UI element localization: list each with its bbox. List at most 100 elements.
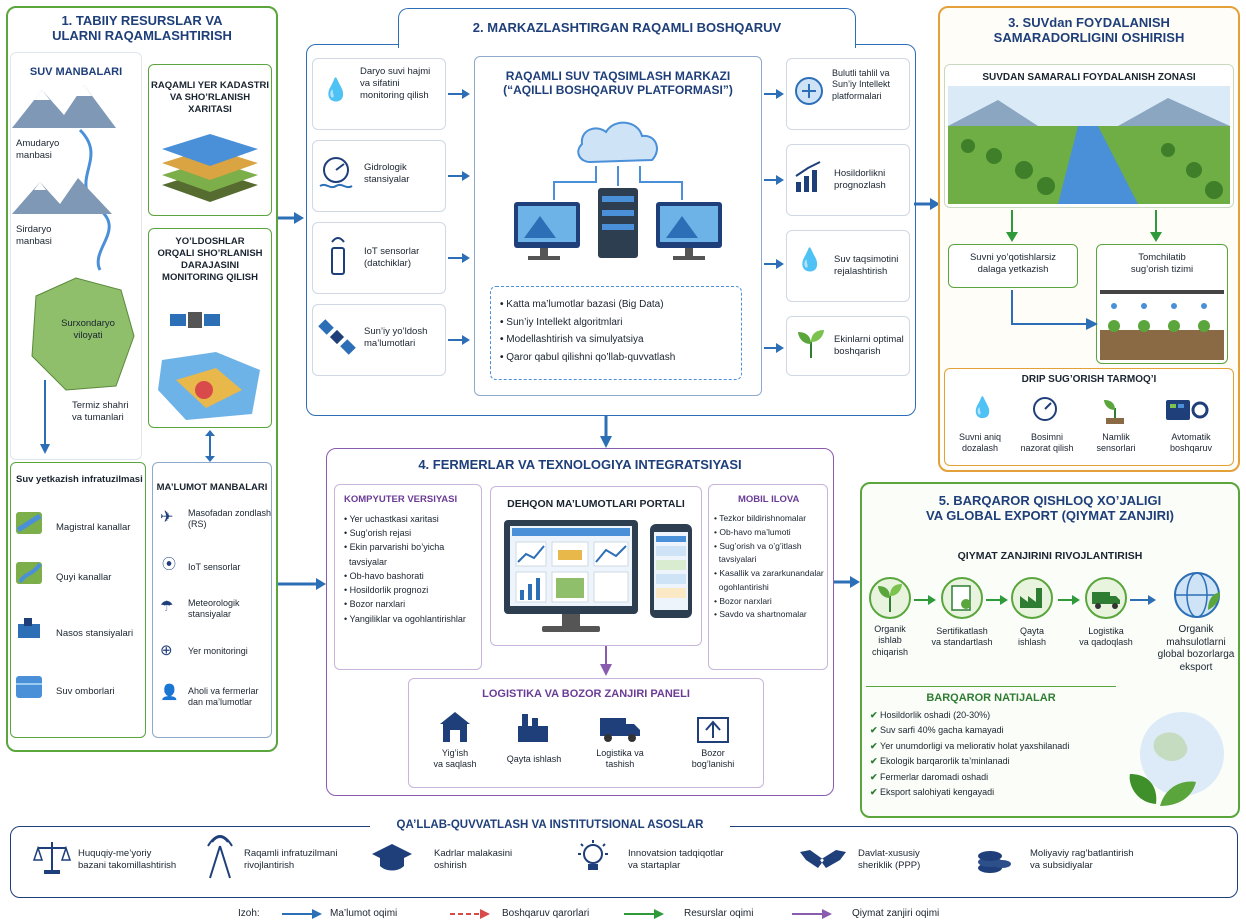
chain-arrows (914, 595, 1156, 605)
sub-canal-icon (16, 562, 42, 584)
water-sources-column (10, 52, 142, 460)
arrows-center-to-right (764, 89, 784, 353)
pc-item-0: • Yer uchastkasi xaritasi (344, 514, 439, 524)
platform-features-box (490, 286, 742, 380)
infra-item-3: Suv omborlari (56, 686, 115, 697)
processing-icon (518, 714, 548, 742)
efficiency-zone-title: SUVDAN SAMARALI FOYDALANISH ZONASI (982, 72, 1196, 83)
factory-icon (1011, 577, 1053, 619)
land-monitor-icon: ⊕ (160, 642, 173, 659)
results-list: Hosildorlik oshadi (20-30%) Suv sarfi 40… (870, 708, 1069, 801)
legend-item-2: Resurslar oqimi (684, 908, 754, 919)
eco-globe-image (1129, 712, 1224, 806)
infra-item-0: Magistral kanallar (56, 522, 131, 533)
result-0: Hosildorlik oshadi (20-30%) (870, 708, 1069, 723)
data-sources-box (152, 462, 272, 738)
dosing-drop-icon: 💧 (970, 397, 995, 419)
moisture-sensor-icon (1104, 400, 1124, 424)
legend-blue-arrow (282, 909, 322, 919)
mountain-sirdaryo-image (12, 178, 112, 214)
green-arrow-down-2 (1150, 210, 1162, 242)
drip-pipe-image (1100, 290, 1224, 360)
pc-item-6: • Yangiliklar va ogohlantirishlar (344, 613, 466, 624)
arrow-s4-to-s5 (834, 576, 860, 588)
coins-icon (978, 851, 1011, 873)
organic-production-icon (869, 577, 911, 619)
control-center-title: RAQAMLI SUV TAQSIMLASH MARKAZI(“AQILLI B… (503, 69, 733, 97)
infrastructure-title: Suv yetkazish infratuzilmasi (16, 474, 143, 485)
legend-label: Izoh: (238, 908, 260, 919)
gauge-icon (319, 157, 353, 189)
portal-devices-image (504, 520, 692, 632)
pc-item-5: • Bozor narxlari (344, 599, 406, 610)
results-title: BARQAROR NATIJALAR (926, 692, 1056, 704)
pc-version-box (334, 484, 482, 670)
pc-item-1: • Sug’orish rejasi (344, 528, 412, 539)
certificate-icon (941, 577, 983, 619)
lightbulb-icon (578, 840, 608, 870)
legend-purple-arrow (792, 909, 832, 919)
logistics-truck-icon (1085, 577, 1127, 619)
section-2-title-tab (398, 8, 856, 48)
s2-left-box-3 (312, 304, 446, 376)
result-4: Fermerlar daromadi oshadi (870, 770, 1069, 785)
infra-item-1: Quyi kanallar (56, 572, 112, 583)
water-sources-title: SUV MANBALARI (29, 66, 123, 78)
remote-sensing-icon: ✈ (160, 509, 174, 526)
data-sources-title: MA’LUMOT MANBALARI (156, 482, 268, 493)
results-box (866, 686, 1116, 812)
ai-brain-icon (795, 77, 823, 105)
mob-item-3: • Kasallik va zararkunandalar (714, 568, 824, 579)
arrow-s1-to-s2 (278, 212, 304, 224)
section-4-title: 4. FERMERLAR VA TEXNOLOGIYA INTEGRATSIYA… (418, 457, 742, 472)
legend-green-arrow (624, 909, 664, 919)
canal-icon (16, 512, 42, 534)
scales-icon (32, 842, 72, 874)
market-icon (697, 717, 729, 743)
satellite-small-icon (318, 319, 356, 355)
pc-item-3: • Ob-havo bashorati (344, 570, 424, 581)
map-layers-icon (162, 134, 258, 202)
arrow-s2-to-s3 (914, 198, 940, 210)
logistics-item-1: Qayta ishlash (506, 754, 562, 764)
value-chain-title: QIYMAT ZANJIRINI RIVOJLANTIRISH (957, 550, 1143, 562)
data-source-1: IoT sensorlar (188, 562, 241, 572)
antenna-icon (207, 835, 233, 879)
result-1: Suv sarfi 40% gacha kamayadi (870, 723, 1069, 738)
mob-item-4: • Bozor narxlari (714, 595, 772, 606)
purple-arrow-down (600, 646, 612, 676)
meteo-icon: ☂ (160, 598, 174, 615)
s2-right-box-2 (786, 230, 910, 302)
s2-left-box-0 (312, 58, 446, 130)
result-2: Yer unumdorligi va meliorativ holat yaxs… (870, 739, 1069, 754)
truck-icon (600, 718, 640, 742)
legend-item-0: Ma’lumot oqimi (330, 908, 398, 919)
storage-icon (440, 712, 470, 742)
mobile-app-list: • Tezkor bildirishnomalar • Ob-havo ma’l… (714, 512, 824, 622)
pc-item-4: • Hosildorlik prognozi (344, 585, 429, 596)
arrows-left-to-center (448, 89, 470, 345)
mob-item-3b: ogohlantirishi (718, 581, 769, 592)
